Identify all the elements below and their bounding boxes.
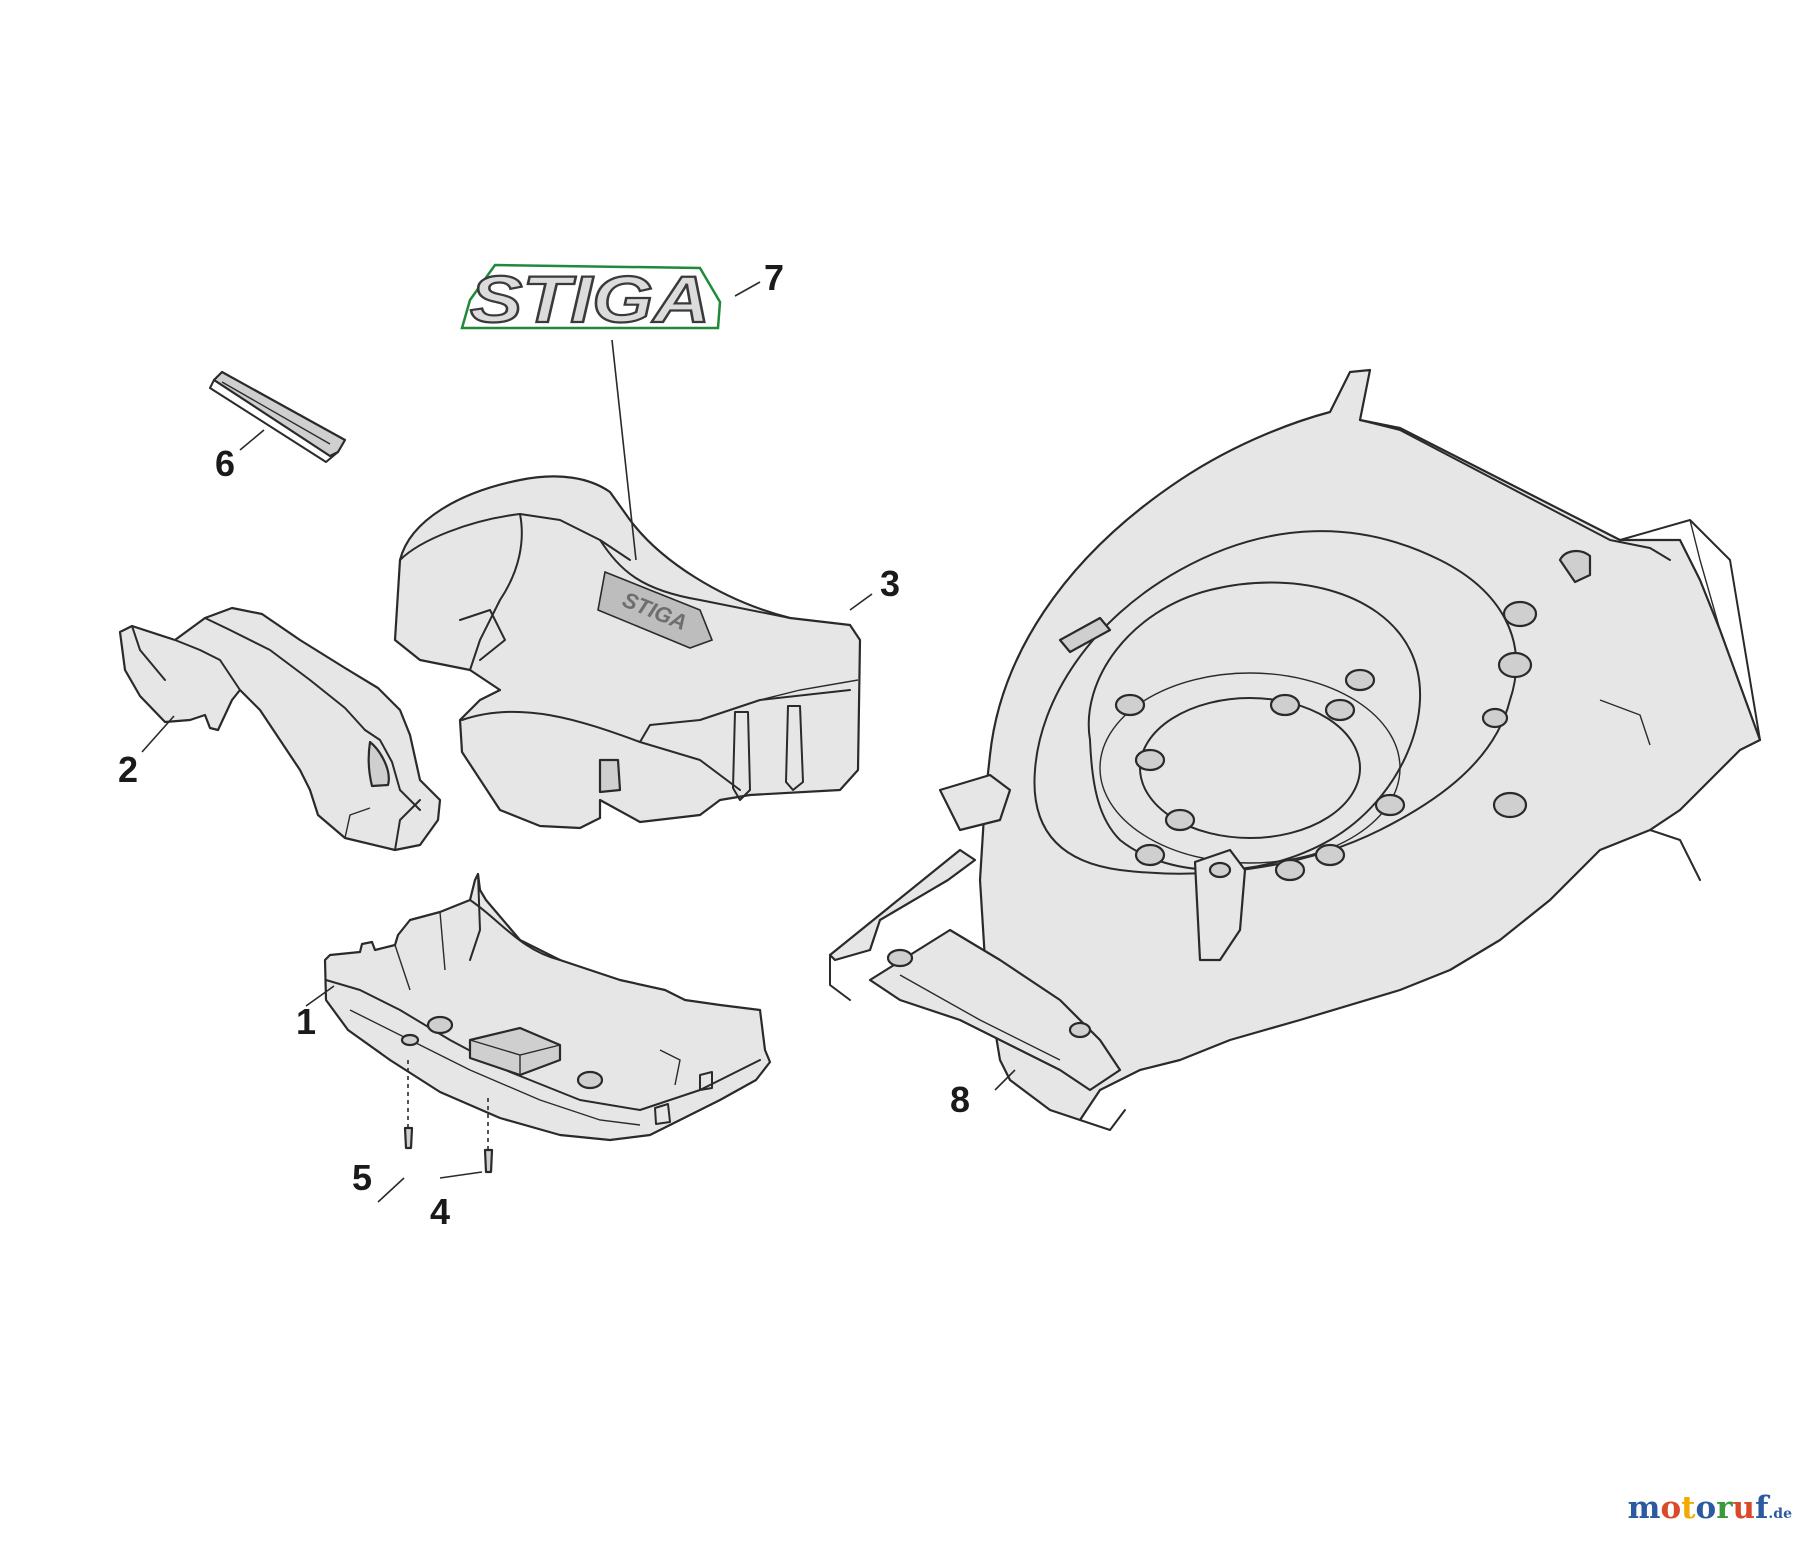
- part-2-handle-bracket: [118, 606, 442, 852]
- watermark-letter: o: [1695, 1490, 1717, 1526]
- callout-4: 4: [430, 1191, 450, 1232]
- deck-bosses: [1114, 600, 1538, 882]
- watermark-suffix: .de: [1768, 1506, 1792, 1522]
- callout-8: 8: [950, 1079, 970, 1120]
- stiga-logo-decal: STIGA: [460, 261, 722, 337]
- callout-labels: 1 2 3 4 5 6 7 8: [118, 257, 970, 1232]
- watermark-letter: f: [1755, 1490, 1769, 1526]
- watermark: motoruf.de: [1628, 1490, 1792, 1526]
- watermark-letter: m: [1627, 1490, 1661, 1526]
- part-1-bottom-tray: [323, 872, 772, 1142]
- logo-wordmark: STIGA: [470, 262, 710, 336]
- callout-6: 6: [215, 443, 235, 484]
- callout-5: 5: [352, 1157, 372, 1198]
- screws: [403, 1060, 494, 1174]
- leader-lines: [141, 281, 1016, 1203]
- part-6-strip: [209, 370, 347, 463]
- callout-7: 7: [764, 257, 784, 298]
- part-3-top-cover: STIGA: [393, 475, 862, 830]
- callout-1: 1: [296, 1001, 316, 1042]
- watermark-letter: r: [1716, 1490, 1733, 1526]
- part-8-mower-deck: [828, 368, 1762, 1131]
- watermark-letter: o: [1660, 1490, 1682, 1526]
- watermark-letter: u: [1732, 1490, 1756, 1526]
- callout-2: 2: [118, 749, 138, 790]
- watermark-brand: motoruf: [1628, 1490, 1769, 1526]
- callout-3: 3: [880, 563, 900, 604]
- watermark-letter: t: [1681, 1490, 1696, 1526]
